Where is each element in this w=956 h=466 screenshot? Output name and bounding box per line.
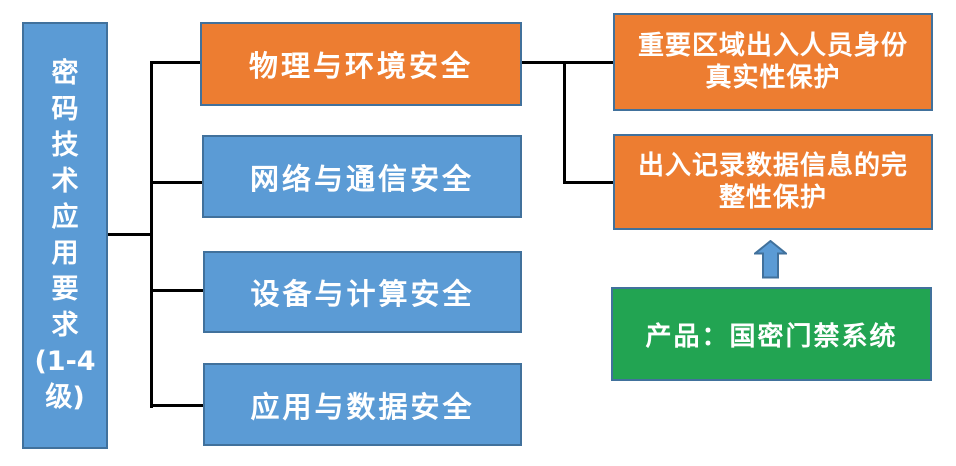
node-label: 出入记录数据信息的完 整性保护 [637, 151, 908, 213]
node-label: 重要区域出入人员身份 真实性保护 [637, 31, 908, 93]
up-arrow-icon [754, 240, 787, 279]
node-crypto-tech-requirements: 密 码 技 术 应 用 要 求 (1-4 级) [22, 22, 108, 449]
node-network-communication-security: 网络与通信安全 [202, 135, 522, 218]
node-label: 应用与数据安全 [250, 389, 475, 424]
connector-physical-to-right [520, 61, 614, 64]
node-access-record-integrity-protection: 出入记录数据信息的完 整性保护 [613, 134, 933, 230]
connector-branch-application [150, 404, 204, 407]
connector-branch-integrity [563, 181, 614, 184]
node-application-data-security: 应用与数据安全 [203, 363, 522, 446]
node-label: 密 码 技 术 应 用 要 求 (1-4 级) [34, 57, 96, 413]
node-label: 物理与环境安全 [248, 49, 473, 83]
connector-left-trunk [150, 61, 153, 408]
node-identity-authenticity-protection: 重要区域出入人员身份 真实性保护 [613, 13, 933, 111]
connector-right-trunk [563, 61, 566, 184]
connector-branch-device [150, 289, 204, 292]
node-label: 设备与计算安全 [250, 277, 475, 311]
connector-branch-physical [150, 61, 201, 64]
connector-root-stub [107, 233, 152, 236]
node-device-computing-security: 设备与计算安全 [203, 251, 522, 333]
connector-branch-network [150, 181, 203, 184]
node-physical-environment-security: 物理与环境安全 [200, 22, 522, 106]
node-label: 产品：国密门禁系统 [645, 321, 898, 352]
node-product-access-control-system: 产品：国密门禁系统 [611, 287, 932, 381]
node-label: 网络与通信安全 [249, 161, 474, 196]
